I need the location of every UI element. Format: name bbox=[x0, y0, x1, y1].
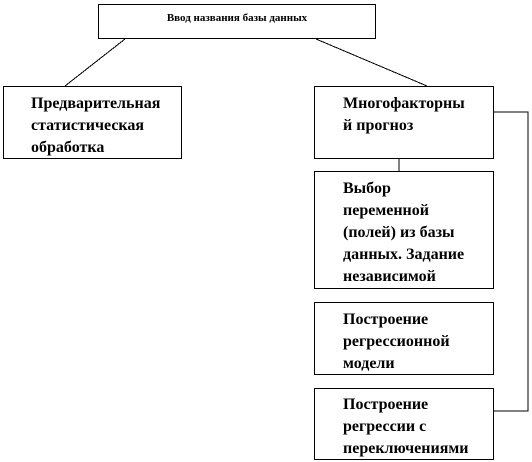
preliminary-statistics-box: Предварительная статистическая обработка bbox=[3, 86, 182, 159]
bracket-right bbox=[494, 111, 529, 412]
connector-title-to-right bbox=[315, 38, 428, 87]
multifactor-forecast-box: Многофакторны й прогноз bbox=[314, 86, 494, 159]
switching-regression-box: Построение регрессии с переключениями bbox=[314, 388, 494, 460]
database-name-box: Ввод названия базы данных bbox=[98, 4, 376, 39]
connector-title-to-left bbox=[64, 38, 126, 87]
variable-selection-box: Выбор переменной (полей) из базы данных.… bbox=[314, 171, 494, 289]
regression-model-box: Построение регрессионной модели bbox=[314, 302, 494, 375]
